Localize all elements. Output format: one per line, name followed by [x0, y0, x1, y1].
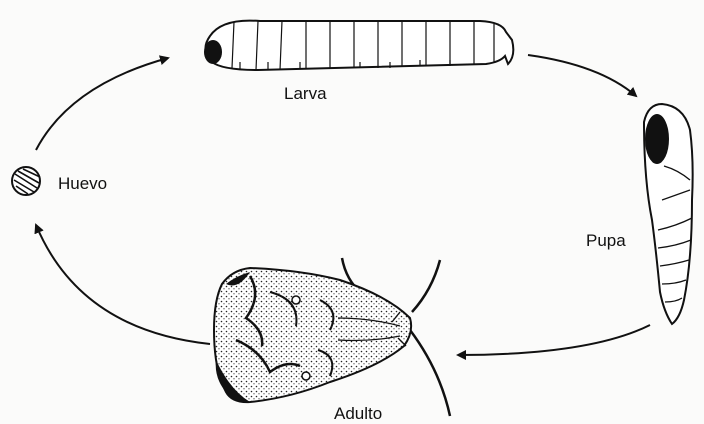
label-pupa: Pupa — [586, 231, 626, 251]
label-adulto: Adulto — [334, 404, 382, 424]
arrow-adulto-to-huevo — [36, 225, 210, 344]
egg-illustration — [12, 167, 40, 195]
label-huevo: Huevo — [58, 174, 107, 194]
pupa-illustration — [644, 104, 693, 324]
larva-illustration — [204, 21, 513, 70]
arrow-larva-to-pupa — [528, 55, 636, 96]
moth-illustration — [214, 258, 450, 416]
arrow-pupa-to-adulto — [458, 325, 650, 355]
arrow-huevo-to-larva — [36, 58, 168, 150]
label-larva: Larva — [284, 84, 327, 104]
